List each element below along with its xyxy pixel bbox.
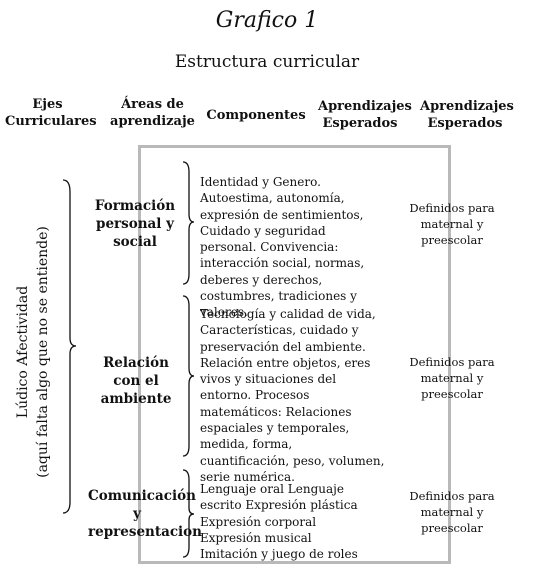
header-aprendizajes-1: Aprendizajes Esperados (318, 99, 412, 131)
eje-label: Lúdico Afectividad (aquí falta algo que … (13, 192, 53, 512)
row1-brace (182, 161, 195, 285)
esperados-formacion: Definidos para maternal y preescolar (409, 201, 495, 247)
area-comunicacion: Comunicación y representacion (88, 488, 202, 540)
row3-brace (182, 469, 195, 558)
header-componentes: Componentes (206, 108, 306, 123)
esperados-relacion: Definidos para maternal y preescolar (409, 355, 495, 401)
area-relacion: Relación con el ambiente (100, 355, 172, 407)
eje-brace (62, 179, 77, 514)
eje-label-line2: (aquí falta algo que no se entiende) (35, 226, 51, 478)
eje-label-line1: Lúdico Afectividad (15, 285, 31, 419)
componentes-formacion: Identidad y Genero. Autoestima, autonomí… (200, 175, 365, 320)
componentes-relacion: Tecnología y calidad de vida, Caracterís… (200, 307, 385, 484)
area-formacion: Formación personal y social (94, 198, 176, 250)
chart-title: Grafico 1 (215, 8, 319, 33)
diagram-subtitle: Estructura curricular (174, 52, 360, 72)
content-frame (138, 145, 451, 564)
componentes-comunicacion: Lenguaje oral Lenguaje escrito Expresión… (200, 482, 358, 562)
header-aprendizajes-2: Aprendizajes Esperados (420, 99, 514, 131)
esperados-comunicacion: Definidos para maternal y preescolar (409, 489, 495, 535)
header-ejes: Ejes Curriculares (5, 97, 97, 129)
row2-brace (182, 295, 195, 457)
header-areas: Áreas de aprendizaje (110, 97, 195, 129)
